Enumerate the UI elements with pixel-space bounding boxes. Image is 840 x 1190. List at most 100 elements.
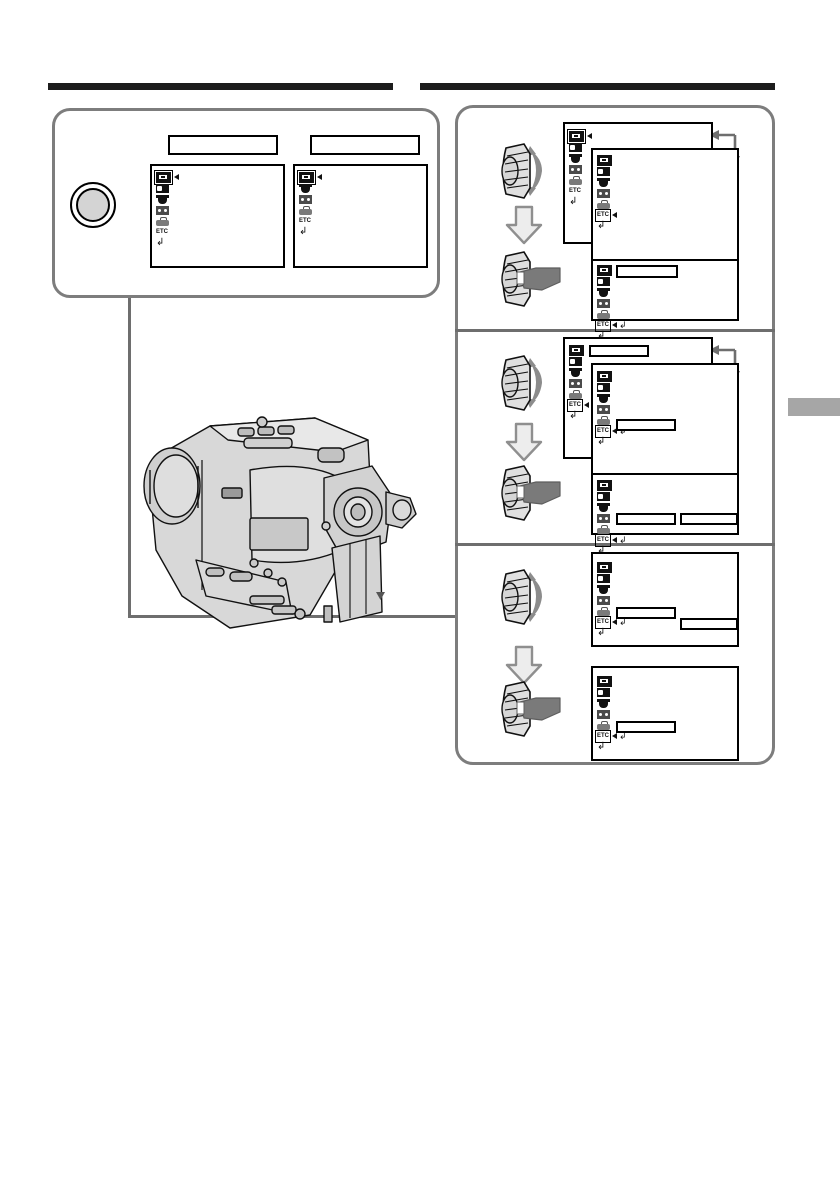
menu-icon-row[interactable]: ↲: [597, 628, 605, 638]
tape-set-icon[interactable]: [597, 513, 610, 523]
press-dial-icon[interactable]: [490, 678, 568, 740]
setup-menu-icon[interactable]: [597, 720, 610, 730]
manual-set-icon[interactable]: [597, 479, 612, 491]
tape-set-icon[interactable]: [597, 404, 610, 414]
lcd-set-icon[interactable]: [569, 367, 582, 377]
menu-icon-row[interactable]: ↲: [569, 197, 577, 207]
etc-icon[interactable]: ETC: [299, 217, 311, 224]
tape-set-icon[interactable]: [569, 378, 582, 388]
rotate-dial-icon[interactable]: [490, 140, 552, 202]
menu-icon-row[interactable]: ↲: [156, 238, 164, 248]
menu-icon-row[interactable]: [569, 378, 582, 388]
menu-icon-row[interactable]: ETC: [595, 208, 617, 222]
press-dial-icon[interactable]: [490, 462, 568, 524]
menu-icon-row[interactable]: ETC↲: [595, 615, 627, 629]
lcd-set-icon[interactable]: [299, 183, 312, 193]
menu-icon-row[interactable]: [597, 199, 610, 209]
menu-icon-row[interactable]: ETC↲: [595, 729, 627, 743]
setup-menu-icon[interactable]: [569, 389, 582, 399]
tape-set-icon[interactable]: [597, 188, 610, 198]
menu-icon-row[interactable]: [597, 573, 610, 583]
return-icon[interactable]: ↲: [597, 545, 606, 556]
menu-icon-row[interactable]: [597, 687, 610, 697]
camera-set-icon[interactable]: [597, 687, 610, 697]
menu-icon-row[interactable]: [597, 513, 610, 523]
manual-set-icon[interactable]: [597, 561, 612, 573]
menu-icon-row[interactable]: [569, 356, 582, 366]
menu-icon-row[interactable]: ETC: [567, 398, 589, 412]
lcd-set-icon[interactable]: [597, 393, 610, 403]
setup-menu-icon[interactable]: [597, 309, 610, 319]
return-icon[interactable]: ↲: [569, 196, 578, 207]
rotate-dial-icon[interactable]: [490, 566, 552, 628]
return-icon[interactable]: ↲: [597, 741, 606, 752]
etc-icon[interactable]: ETC: [567, 398, 583, 412]
camera-set-icon[interactable]: [597, 573, 610, 583]
menu-icon-row[interactable]: [597, 264, 612, 276]
lcd-set-icon[interactable]: [597, 177, 610, 187]
menu-icon-row[interactable]: [156, 216, 169, 226]
menu-icon-row[interactable]: [299, 183, 312, 193]
tape-set-icon[interactable]: [156, 205, 169, 215]
manual-set-icon[interactable]: [597, 370, 612, 382]
menu-icon-row[interactable]: [597, 188, 610, 198]
menu-icon-row[interactable]: [597, 479, 612, 491]
menu-icon-row[interactable]: [597, 287, 610, 297]
etc-icon[interactable]: ETC: [595, 615, 611, 629]
menu-icon-row[interactable]: [299, 205, 312, 215]
menu-icon-row[interactable]: [597, 698, 610, 708]
manual-set-icon[interactable]: [597, 264, 612, 276]
menu-icon-row[interactable]: [597, 309, 610, 319]
menu-icon-row[interactable]: [597, 720, 610, 730]
manual-set-icon[interactable]: [569, 344, 584, 356]
lcd-set-icon[interactable]: [597, 584, 610, 594]
menu-icon-row[interactable]: ↲: [569, 411, 577, 421]
menu-icon-row[interactable]: [597, 393, 610, 403]
menu-icon-row[interactable]: [156, 194, 169, 204]
menu-icon-row[interactable]: ↲: [597, 331, 605, 341]
menu-icon-row[interactable]: [569, 175, 582, 185]
rotate-dial-icon[interactable]: [490, 352, 552, 414]
tape-set-icon[interactable]: [299, 194, 312, 204]
manual-set-icon[interactable]: [297, 169, 316, 185]
press-dial-icon[interactable]: [490, 248, 568, 310]
camera-set-icon[interactable]: [597, 276, 610, 286]
return-icon[interactable]: ↲: [569, 410, 578, 421]
menu-icon-row[interactable]: [567, 128, 592, 144]
setup-menu-icon[interactable]: [569, 175, 582, 185]
return-icon[interactable]: ↲: [597, 627, 606, 638]
menu-icon-row[interactable]: [597, 584, 610, 594]
etc-icon[interactable]: ETC: [595, 533, 611, 547]
menu-icon-row[interactable]: [597, 675, 612, 687]
menu-icon-row[interactable]: [597, 166, 610, 176]
etc-icon[interactable]: ETC: [595, 424, 611, 438]
camera-set-icon[interactable]: [597, 491, 610, 501]
tape-set-icon[interactable]: [569, 164, 582, 174]
menu-icon-row[interactable]: [299, 194, 312, 204]
menu-icon-row[interactable]: [597, 276, 610, 286]
menu-icon-row[interactable]: ↲: [299, 227, 307, 237]
menu-icon-row[interactable]: [156, 205, 169, 215]
menu-icon-row[interactable]: [597, 709, 610, 719]
etc-icon[interactable]: ETC: [569, 187, 581, 194]
tape-set-icon[interactable]: [597, 298, 610, 308]
setup-menu-icon[interactable]: [597, 415, 610, 425]
menu-icon-row[interactable]: ETC↲: [595, 318, 627, 332]
menu-icon-row[interactable]: [597, 404, 610, 414]
menu-icon-row[interactable]: [597, 177, 610, 187]
menu-icon-row[interactable]: [569, 344, 584, 356]
menu-icon-row[interactable]: [569, 142, 582, 152]
return-icon[interactable]: ↲: [597, 330, 606, 341]
return-icon[interactable]: ↲: [597, 436, 606, 447]
menu-icon-row[interactable]: [569, 389, 582, 399]
manual-set-icon[interactable]: [597, 675, 612, 687]
return-icon[interactable]: ↲: [299, 226, 308, 237]
menu-icon-row[interactable]: [569, 164, 582, 174]
menu-icon-row[interactable]: [569, 153, 582, 163]
menu-icon-row[interactable]: ETC↲: [595, 533, 627, 547]
menu-icon-row[interactable]: ↲: [597, 437, 605, 447]
camera-set-icon[interactable]: [569, 142, 582, 152]
menu-icon-row[interactable]: [297, 169, 322, 185]
setup-menu-icon[interactable]: [597, 199, 610, 209]
menu-dial-button-face[interactable]: [76, 188, 110, 222]
